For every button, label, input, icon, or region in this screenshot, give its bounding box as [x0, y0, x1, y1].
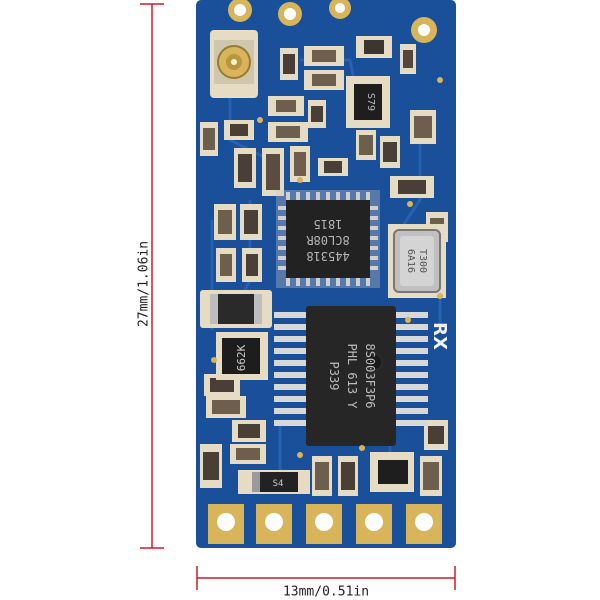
top-holes — [228, 0, 437, 43]
bottom-header — [202, 500, 452, 546]
transceiver-line-3: P339 — [327, 362, 341, 391]
chip-662k-label: 662K — [235, 344, 248, 371]
passive-components — [200, 36, 448, 496]
height-dimension-label: 27mm/1.06in — [136, 240, 152, 328]
crystal-line-1: T300 — [417, 249, 428, 273]
mcu-line-1: 445318 — [306, 249, 349, 263]
mcu-line-3: 1815 — [314, 217, 343, 231]
transistor — [370, 452, 414, 492]
mcu-marking: 445318 8CL08R 1815 — [306, 217, 350, 263]
small-ic-label: S79 — [365, 93, 376, 111]
crystal-line-2: 6A16 — [405, 249, 416, 273]
height-dimension — [140, 3, 164, 549]
transceiver-line-1: 8S003F3P6 — [363, 343, 377, 408]
inductor — [200, 290, 272, 328]
vias — [211, 77, 443, 458]
width-dimension — [196, 566, 456, 590]
width-dimension-label: 13mm/0.51in — [282, 584, 370, 600]
antenna-connector — [210, 30, 258, 98]
diode: S4 — [238, 470, 310, 494]
crystal-oscillator: T300 6A16 — [388, 224, 446, 298]
chip-662k: 662K — [216, 332, 268, 380]
transceiver-chip: 8S003F3P6 PHL 613 Y P339 — [274, 306, 428, 446]
silk-marking: RX — [429, 322, 450, 350]
small-ic: S79 — [346, 76, 390, 128]
diode-label: S4 — [273, 479, 284, 489]
mcu-chip: 445318 8CL08R 1815 — [276, 190, 380, 288]
mcu-line-2: 8CL08R — [306, 233, 350, 247]
transceiver-line-2: PHL 613 Y — [345, 343, 359, 409]
pin1-dot — [365, 353, 383, 371]
